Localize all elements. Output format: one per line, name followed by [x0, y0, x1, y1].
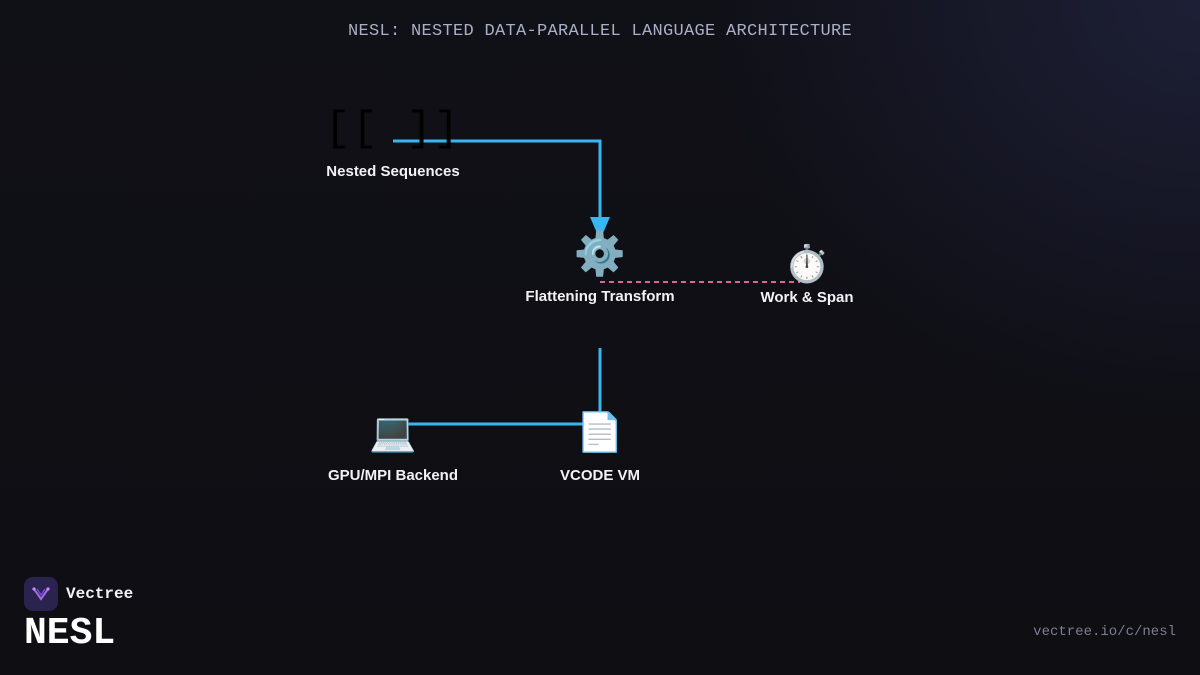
arrowhead-flatten [590, 217, 610, 240]
node-work-and-span: ⏱️ Work & Span [760, 240, 853, 306]
node-vcode-vm: 📄 VCODE VM [560, 409, 640, 484]
stopwatch-icon: ⏱️ [784, 243, 830, 284]
product-name: NESL [24, 612, 116, 655]
node-label: Nested Sequences [326, 163, 460, 180]
node-nested-sequences: [[ ]] Nested Sequences [325, 105, 461, 180]
brand-name: Vectree [66, 585, 134, 603]
node-flattening-transform: ⚙️ Flattening Transform [525, 230, 674, 305]
gear-icon: ⚙️ [573, 230, 627, 277]
source-url[interactable]: vectree.io/c/nesl [1033, 624, 1176, 640]
node-label: Flattening Transform [525, 288, 675, 305]
node-label: GPU/MPI Backend [327, 467, 459, 484]
diagram-title: NESL: NESTED DATA-PARALLEL LANGUAGE ARCH… [347, 22, 853, 41]
brand: Vectree [24, 577, 133, 611]
brackets-icon: [[ ]] [324, 105, 462, 153]
node-label: Work & Span [760, 289, 854, 306]
node-gpu-mpi-backend: 💻 GPU/MPI Backend [328, 409, 458, 484]
document-icon: 📄 [576, 412, 624, 454]
edge-nested-to-flatten [393, 139, 602, 222]
laptop-icon: 💻 [369, 412, 417, 454]
node-label: VCODE VM [559, 467, 641, 484]
vectree-logo-icon [24, 577, 58, 611]
